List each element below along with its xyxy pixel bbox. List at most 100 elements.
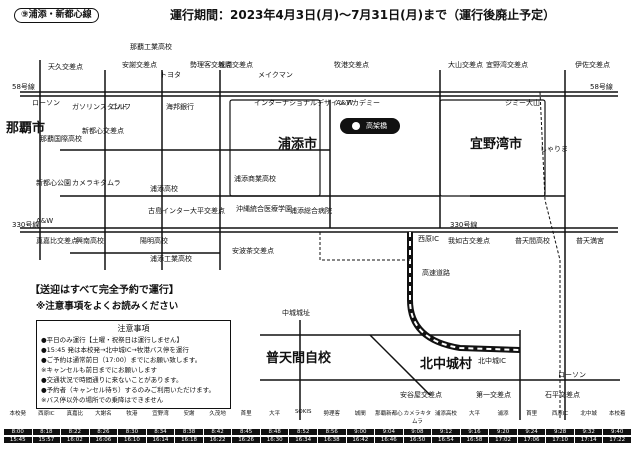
route-330-label-right: 330号線 [450, 221, 478, 229]
map-label: 陽明高校 [140, 237, 168, 245]
map-label: 中城城址 [282, 309, 310, 317]
timetable-stop: 本校発 [9, 411, 27, 417]
timetable-time: 8:38 [175, 429, 203, 435]
timetable-time: 8:45 [232, 429, 260, 435]
map-label: ガソリンスタンド [72, 103, 128, 111]
map-label: 牧港交差点 [334, 61, 369, 69]
map-label: 伊佐交差点 [575, 61, 610, 69]
map-label: 第一交差点 [476, 391, 511, 399]
note-item: ●予約者（キャンセル待ち）するのみご利用いただけます。 [41, 386, 216, 394]
route-58-label-right: 58号線 [590, 83, 613, 91]
map-label: 城間交差点 [218, 61, 253, 69]
timetable-time: 16:26 [232, 437, 260, 443]
timetable-time: 16:50 [403, 437, 432, 443]
timetable-stop: 西原IC [551, 411, 569, 417]
map-label: 那覇国際高校 [40, 135, 82, 143]
timetable-time: 9:40 [603, 429, 631, 435]
timetable-time: 16:06 [89, 437, 118, 443]
notice-subtitle: ※注意事項をよくお読みください [36, 301, 179, 312]
map-label: しゃりま [540, 145, 568, 153]
map-label: ローソン [32, 99, 60, 107]
timetable-time: 8:52 [289, 429, 317, 435]
timetable-stop: 久茂地 [209, 411, 226, 417]
timetable-time: 16:38 [318, 437, 346, 443]
timetable-time: 17:06 [517, 437, 546, 443]
notice-section: 【送迎はすべて完全予約で運行】 ※注意事項をよくお読みください [30, 281, 230, 320]
area-naha: 那覇市 [6, 121, 46, 136]
timetable-time: 9:00 [346, 429, 375, 435]
timetable-time: 9:24 [517, 429, 546, 435]
map-label: A&W [336, 99, 354, 107]
map-label: ゴルフ [110, 103, 131, 111]
map-label: 勢理客交差点 [190, 61, 232, 69]
timetable-time: 8:34 [146, 429, 175, 435]
map-label: 古島インター [148, 207, 190, 215]
timetable-time: 9:08 [403, 429, 432, 435]
timetable-time: 16:18 [175, 437, 203, 443]
map-label: 普天満宮 [576, 237, 604, 245]
highway-bridge [340, 118, 400, 134]
map-label: インターナショナルデザインアカデミー [254, 99, 380, 107]
note-item: ●交通状況で時間通りに来ないことがあります。 [41, 376, 183, 384]
timetable-stop: 大平 [269, 411, 281, 417]
area-urasoe: 浦添市 [278, 137, 318, 152]
notes-box: 注意事項 ●平日のみ運行【土曜・祝祭日は運行しません】 ●15:45 発は本校発… [36, 320, 231, 409]
area-ginowan: 宜野湾市 [470, 137, 523, 152]
map-label: トヨタ [160, 71, 181, 79]
timetable-time: 8:30 [118, 429, 146, 435]
map-label: 浦添高校 [150, 185, 178, 193]
map-label: 北中城IC [478, 357, 506, 365]
note-item: ※バス停以外の場所での乗降はできません [41, 396, 164, 404]
map-label: 新都心交差点 [82, 127, 124, 135]
map-label: 大平交差点 [190, 207, 225, 215]
note-item: ●平日のみ運行【土曜・祝祭日は運行しません】 [41, 336, 183, 344]
timetable-time: 15:57 [32, 437, 61, 443]
map-label: 浦添工業高校 [150, 255, 192, 263]
timetable-stop: 牧港 [126, 411, 138, 417]
timetable-time: 8:42 [203, 429, 232, 435]
map-label: 天久交差点 [48, 63, 83, 71]
map-label: カメラキタムラ [72, 179, 121, 187]
timetable-time: 9:04 [375, 429, 403, 435]
timetable-time: 16:42 [346, 437, 375, 443]
school-name: 普天間自校 [266, 351, 332, 366]
timetable-time: 9:12 [432, 429, 460, 435]
timetable-stop: 浦添 [497, 411, 509, 417]
notice-title: 【送迎はすべて完全予約で運行】 [30, 285, 179, 296]
map-label: 宜野湾交差点 [486, 61, 528, 69]
timetable-time: 8:22 [61, 429, 89, 435]
timetable-time: 9:20 [489, 429, 517, 435]
map-label: 西原IC [418, 235, 439, 243]
map-label: 石平交差点 [545, 391, 580, 399]
timetable-time: 16:22 [203, 437, 232, 443]
timetable-time: 17:02 [489, 437, 517, 443]
timetable-stop: 大謝名 [95, 411, 112, 417]
map-label: 興南高校 [76, 237, 104, 245]
notes-title: 注意事項 [117, 324, 150, 333]
expressway [407, 232, 521, 353]
timetable-time: 17:10 [546, 437, 574, 443]
map-label: 浦添総合病院 [290, 207, 332, 215]
timetable-stop: 那覇新都心 [375, 411, 403, 417]
map-label: 海邦銀行 [166, 103, 194, 111]
map-label: ジミー大山 [505, 99, 540, 107]
timetable-stop: 西原IC [38, 411, 55, 417]
map-label: メイクマン [258, 71, 293, 79]
timetable-stop: 本校着 [608, 411, 626, 417]
timetable-time: 16:02 [61, 437, 89, 443]
timetable-time: 9:28 [546, 429, 574, 435]
map-label: 那覇工業高校 [130, 43, 172, 51]
timetable-stop: 浦添高校 [434, 411, 457, 417]
timetable-time: 8:00 [4, 429, 32, 435]
timetable-stop: 真嘉比 [66, 411, 84, 417]
timetable-time: 16:54 [432, 437, 460, 443]
timetable-stop: 大平 [468, 411, 480, 417]
timetable-time: 8:26 [89, 429, 118, 435]
urasoe-block [229, 99, 321, 197]
route-330-label-left: 330号線 [12, 221, 40, 229]
map-label: 沖縄統合医療学園 [236, 205, 292, 213]
timetable-time: 17:14 [574, 437, 603, 443]
timetable-stop: 勢理客 [323, 411, 341, 417]
timetable-stop: 首里 [526, 411, 538, 417]
